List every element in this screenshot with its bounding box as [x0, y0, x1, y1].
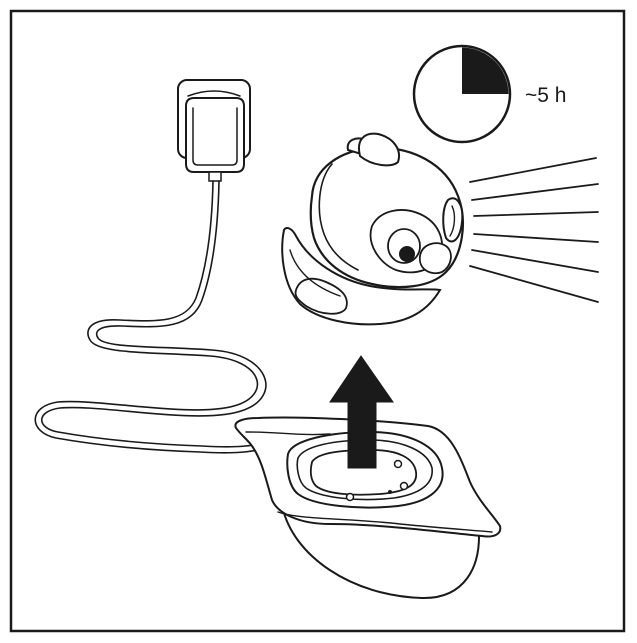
light-rays-icon [469, 157, 599, 303]
dock-contact-pin [388, 490, 392, 494]
clock-filled-sector [462, 47, 509, 94]
charge-duration-label: ~5 h [525, 84, 566, 107]
power-adapter-icon [177, 79, 251, 182]
lift-up-arrow-icon [329, 355, 394, 469]
adapter-plug-tip [208, 171, 222, 182]
dock-contact-pin [399, 481, 409, 491]
robot-base-foot [294, 277, 348, 315]
robot-toy-icon [281, 132, 464, 326]
robot-pupil [399, 246, 415, 262]
dock-contact-pin [393, 459, 403, 469]
charging-cable-icon [34, 180, 271, 454]
dock-contact-pin [345, 492, 355, 502]
clock-timer-icon: ~5 h [412, 44, 566, 144]
charging-dock-icon [234, 416, 502, 600]
robot-snout [419, 242, 452, 275]
adapter-body [185, 97, 245, 173]
robot-ear-right [358, 132, 400, 167]
robot-front-light [442, 197, 464, 243]
